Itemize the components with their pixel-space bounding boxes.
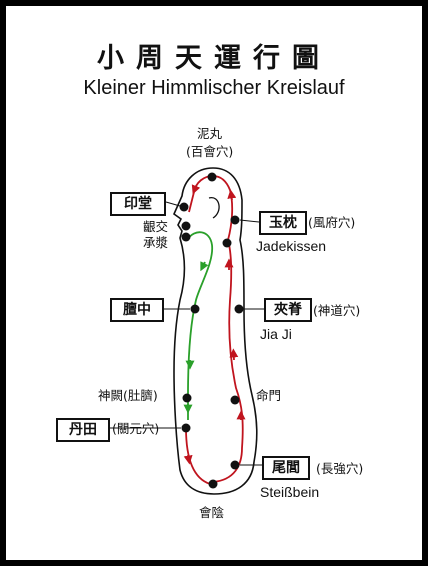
diagram-frame xyxy=(6,6,422,560)
point-niwan xyxy=(207,172,217,182)
point-tanzhong xyxy=(190,304,200,314)
point-huiyin xyxy=(208,479,218,489)
ear xyxy=(208,197,220,219)
point-shenque xyxy=(182,393,192,403)
box-jiaji: 夾脊 xyxy=(264,298,312,322)
box-weilu: 尾閭 xyxy=(262,456,310,480)
title-chinese: 小周天運行圖 xyxy=(97,43,331,74)
label-jadekissen: Jadekissen xyxy=(256,238,327,254)
title-german: Kleiner Himmlischer Kreislauf xyxy=(83,77,345,99)
point-fengfu xyxy=(222,238,232,248)
lower-channel xyxy=(185,427,211,485)
box-yintang: 印堂 xyxy=(110,192,166,216)
label-shendao: (神道穴) xyxy=(313,303,361,318)
label-jiaji-de: Jia Ji xyxy=(260,326,292,342)
point-weilu xyxy=(230,460,240,470)
point-chengjiang xyxy=(181,232,191,242)
box-yuzhen: 玉枕 xyxy=(259,211,307,235)
label-changqiang: (長強穴) xyxy=(316,461,364,476)
label-huiyin: 會陰 xyxy=(199,505,225,520)
label-steissbein: Steißbein xyxy=(260,484,320,500)
point-yinjiao xyxy=(181,221,191,231)
box-dantian: 丹田 xyxy=(56,418,110,442)
label-fengfu: (風府穴) xyxy=(308,215,356,230)
point-yintang xyxy=(179,202,189,212)
label-mingmen: 命門 xyxy=(256,388,282,403)
body-outline xyxy=(173,167,258,495)
label-niwan: 泥丸 xyxy=(197,126,223,141)
label-baihui: (百會穴) xyxy=(186,144,234,159)
box-tanzhong: 膻中 xyxy=(110,298,164,322)
label-guanyuan: (關元穴) xyxy=(112,421,160,436)
conception-channel xyxy=(186,231,213,420)
point-dantian xyxy=(181,423,191,433)
point-yuzhen xyxy=(230,215,240,225)
label-shenque: 神闕(肚臍) xyxy=(98,388,158,403)
point-jiaji xyxy=(234,304,244,314)
label-yinjiao: 齦交 xyxy=(143,219,169,234)
label-chengjiang: 承漿 xyxy=(143,235,169,250)
point-mingmen xyxy=(230,395,240,405)
